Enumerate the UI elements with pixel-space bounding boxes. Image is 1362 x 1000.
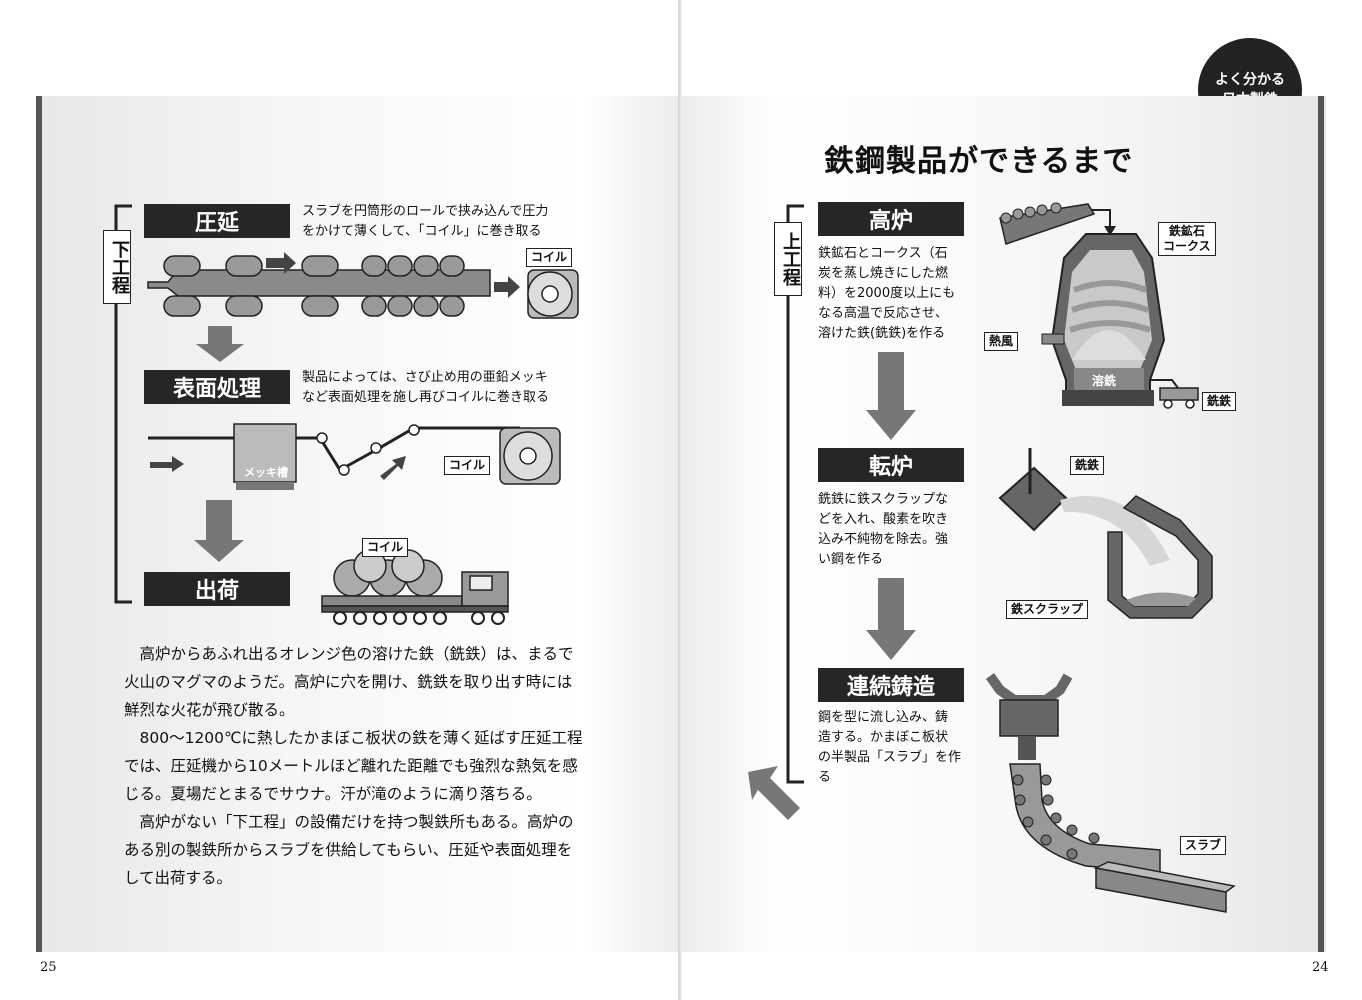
paragraph: 800〜1200℃に熱したかまぼこ板状の鉄を薄く延ばす圧延工程では、圧延機から1… [124, 729, 583, 803]
pig-iron-tag-1: 銑鉄 [1202, 392, 1237, 411]
step-blast-furnace-desc: 鉄鉱石とコークス（石炭を蒸し焼きにした燃 料）を2000度以上にもなる高温で反応… [818, 246, 956, 341]
right-page-edge [1318, 96, 1324, 952]
paragraph: 高炉がない「下工程」の設備だけを持つ製鉄所もある。高炉のある別の製鉄所からスラブ… [124, 813, 574, 887]
body-text: 高炉からあふれ出るオレンジ色の溶けた鉄（銑鉄）は、まるで火山のマグマのようだ。高… [124, 640, 584, 892]
step-converter-desc: 銑鉄に鉄スクラップなどを入れ、酸素を吹き 込み不純物を除去。強い鋼を作る [818, 492, 949, 567]
step-surface-label: 表面処理 [144, 370, 290, 404]
scrap-tag: 鉄スクラップ [1006, 600, 1089, 619]
left-page-edge [36, 96, 42, 952]
step-rolling-desc: スラブを円筒形のロールで挟み込んで圧力をかけて薄くして、「コイル」に巻き取る [302, 204, 549, 239]
upper-process-label: 上工程 [774, 222, 802, 296]
page-title: 鉄鋼製品ができるまで [824, 144, 1134, 179]
plating-tank-label: メッキ槽 [244, 466, 288, 479]
page-number-right: 24 [1312, 960, 1329, 975]
coil-tag-3: コイル [362, 538, 409, 557]
page-number-left: 25 [40, 960, 57, 975]
step-shipping-label: 出荷 [144, 572, 290, 606]
book-gutter [678, 0, 682, 1000]
left-page [40, 96, 678, 952]
hot-air-tag: 熱風 [984, 332, 1019, 351]
coil-tag-1: コイル [526, 248, 573, 267]
step-casting-label: 連続鋳造 [818, 668, 964, 702]
coil-tag-2: コイル [444, 456, 491, 475]
step-casting-desc: 鋼を型に流し込み、鋳造する。かまぼこ板状 の半製品「スラブ」を作る [818, 710, 962, 785]
paragraph: 高炉からあふれ出るオレンジ色の溶けた鉄（銑鉄）は、まるで火山のマグマのようだ。高… [124, 645, 574, 719]
ore-coke-tag: 鉄鉱石コークス [1158, 222, 1216, 256]
step-rolling-label: 圧延 [144, 204, 290, 238]
molten-iron-label: 溶銑 [1092, 374, 1117, 388]
lower-process-label: 下工程 [103, 230, 131, 304]
step-converter-label: 転炉 [818, 448, 964, 482]
pig-iron-tag-2: 銑鉄 [1070, 456, 1105, 475]
badge-line1: よく分かる [1215, 72, 1285, 88]
step-blast-furnace-label: 高炉 [818, 202, 964, 236]
slab-tag: スラブ [1180, 836, 1227, 855]
step-surface-desc: 製品によっては、さび止め用の亜鉛メッキなど表面処理を施し再びコイルに巻き取る [302, 370, 550, 405]
